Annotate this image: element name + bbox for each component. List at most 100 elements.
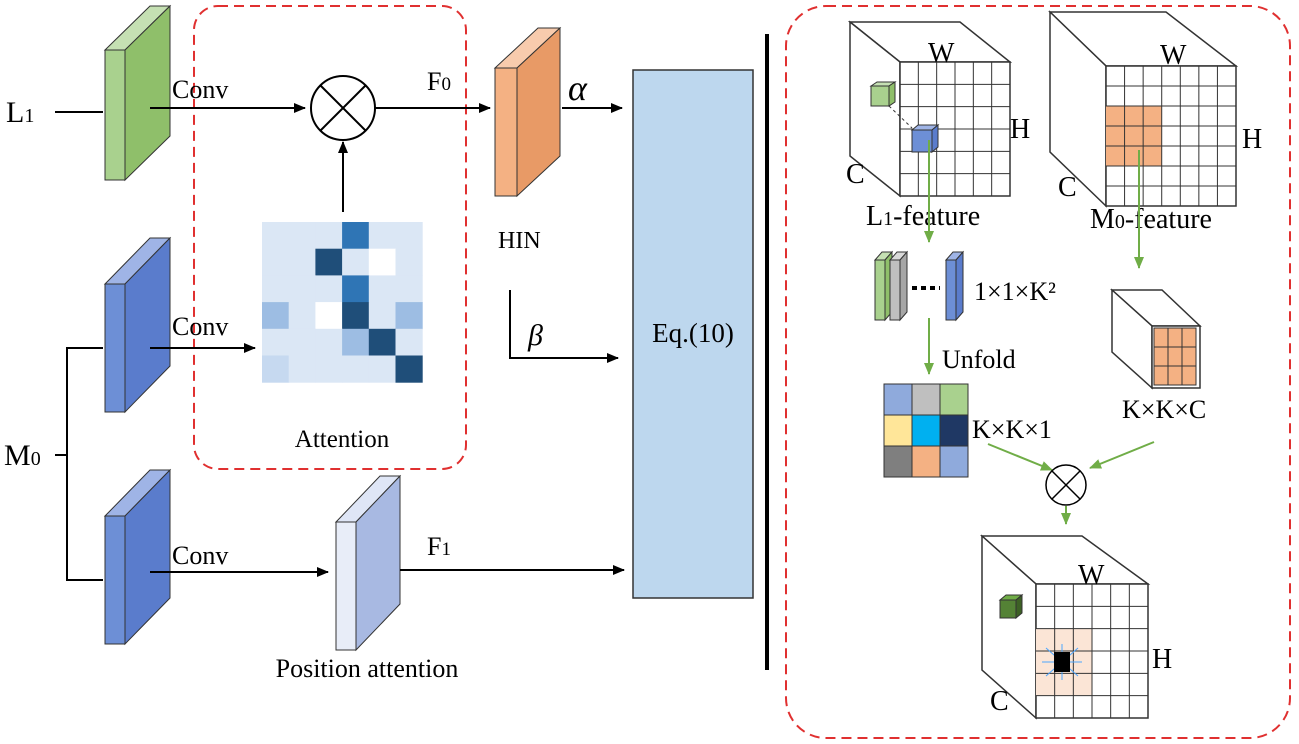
unfold-cell [883, 383, 913, 416]
kxkxc-label: K×K×C [1122, 395, 1206, 424]
kxkxc-arrow [1089, 441, 1155, 469]
attention-cell [395, 275, 423, 303]
attention-cell [342, 248, 370, 276]
attention-cell [262, 222, 290, 250]
attention-cell [262, 248, 290, 276]
l1-feature-cube [847, 20, 1013, 198]
unfold-cell [911, 445, 941, 478]
attention-cell [262, 275, 290, 303]
attention-cell [368, 248, 396, 276]
attention-cell [342, 302, 370, 330]
conv-bottom-label: Conv [172, 541, 228, 570]
attention-dashed-box [193, 5, 467, 470]
alpha-label: α [568, 68, 588, 108]
attention-cell [288, 275, 316, 303]
beta-line [509, 290, 619, 363]
attention-cell [315, 302, 343, 330]
f0-label: F0 [427, 67, 451, 96]
attention-cell [342, 355, 370, 383]
multiply-circle [310, 75, 376, 141]
kxkx1-label: K×K×1 [972, 415, 1052, 444]
m0-feature-grid [1105, 65, 1237, 207]
l1-input-label: L1 [6, 96, 34, 129]
hin-label: HIN [498, 228, 541, 254]
position-attention-block [334, 474, 402, 652]
attention-cell [395, 355, 423, 383]
unfold-cell [939, 445, 969, 478]
right-dashed-box [785, 5, 1291, 739]
grid-highlight [1106, 106, 1162, 166]
unfold-cell [883, 445, 913, 478]
conv-top-label: Conv [172, 75, 228, 104]
l1-green-voxel [870, 85, 890, 107]
output-feature-cube [980, 534, 1151, 720]
m0-h-label: H [1242, 124, 1262, 155]
attention-cell [288, 328, 316, 356]
eq-label: Eq.(10) [652, 318, 734, 348]
hin-block [493, 26, 562, 198]
attention-cell [288, 248, 316, 276]
unfold-grid [883, 383, 969, 478]
attention-cell [262, 328, 290, 356]
attention-cell [395, 222, 423, 250]
attention-cell [315, 248, 343, 276]
attention-cell [368, 302, 396, 330]
conv-mid-label: Conv [172, 312, 228, 341]
attention-cell [395, 302, 423, 330]
kernel-size-label: 1×1×K² [974, 277, 1056, 306]
out-c-label: C [990, 686, 1009, 717]
attention-cell [315, 275, 343, 303]
position-attention-label: Position attention [276, 654, 459, 683]
output-center-pixel [1042, 644, 1082, 680]
kxkxc-cube [1110, 288, 1202, 390]
m0-conv-block-bottom [103, 468, 172, 646]
kxkx1-arrow [987, 443, 1053, 471]
attention-cell [262, 355, 290, 383]
l1-c-label: C [846, 159, 865, 190]
unfold-label: Unfold [942, 345, 1016, 374]
out-h-label: H [1152, 644, 1172, 675]
attention-matrix [262, 222, 423, 383]
attention-cell [368, 355, 396, 383]
l1-w-label: W [928, 38, 955, 69]
kernel-slabs [873, 250, 965, 322]
attention-cell [368, 328, 396, 356]
l1-feature-label: L1-feature [866, 201, 980, 232]
attention-cell [288, 355, 316, 383]
attention-cell [262, 302, 290, 330]
attention-cell [368, 222, 396, 250]
attention-cell [342, 275, 370, 303]
attention-cell [395, 248, 423, 276]
attention-cell [315, 222, 343, 250]
attention-cell [288, 222, 316, 250]
attention-cell [288, 302, 316, 330]
m0-branch-line [66, 347, 103, 581]
multiply-circle-right [1045, 464, 1087, 506]
out-w-label: W [1078, 560, 1105, 591]
m0-input-label: M0 [4, 439, 41, 472]
attention-cell [315, 328, 343, 356]
l1-h-label: H [1010, 114, 1030, 145]
m0-feature-label: M0-feature [1090, 204, 1212, 235]
f1-label: F1 [427, 532, 451, 561]
unfold-cell [911, 414, 941, 447]
m0-feature-cube [1048, 10, 1239, 208]
unfold-cell [911, 383, 941, 416]
unfold-cell [939, 414, 969, 447]
eq-box [632, 69, 754, 599]
attention-cell [342, 328, 370, 356]
m0-conv-block-mid [103, 236, 172, 414]
attention-cell [342, 222, 370, 250]
attention-cell [368, 275, 396, 303]
l1-feature-grid [899, 61, 1011, 197]
output-green-voxel [999, 599, 1017, 619]
l1-conv-block [103, 4, 172, 182]
unfold-cell [939, 383, 969, 416]
attention-cell [395, 328, 423, 356]
attention-cell [315, 355, 343, 383]
m0-c-label: C [1058, 172, 1077, 203]
unfold-cell [883, 414, 913, 447]
beta-label: β [527, 319, 543, 352]
